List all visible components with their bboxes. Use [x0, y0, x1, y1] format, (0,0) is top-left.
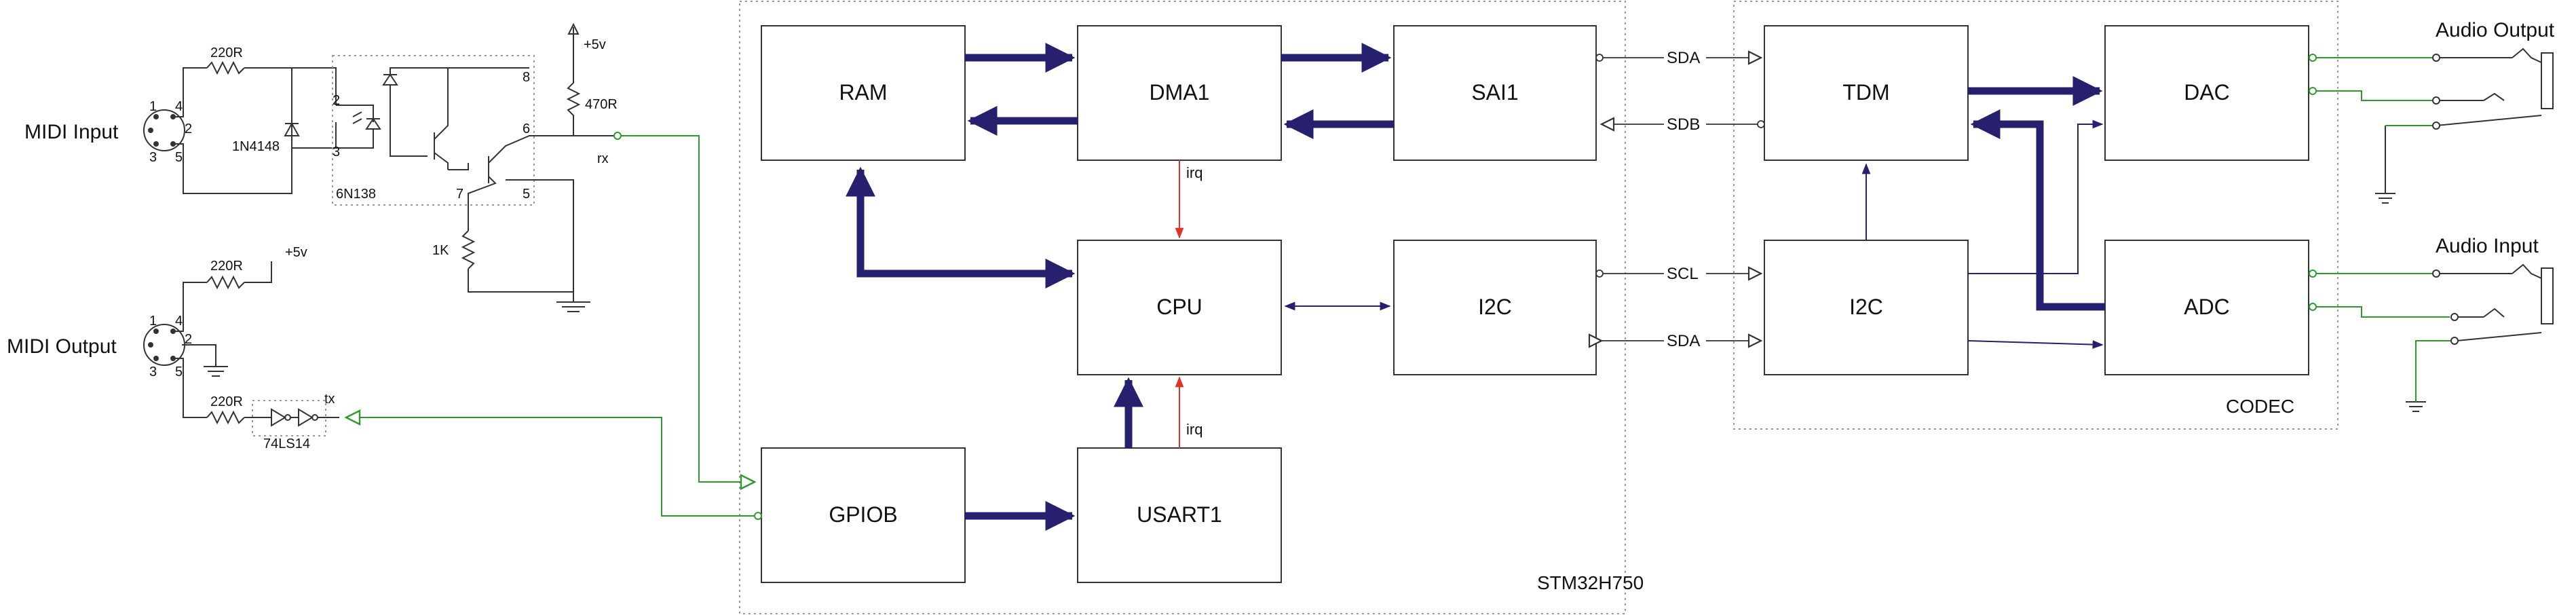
tx-label: tx [324, 392, 335, 407]
opto-pin-8: 8 [523, 70, 530, 85]
usart1-label: USART1 [1137, 502, 1222, 527]
dac-out-r [2313, 90, 2433, 101]
i2c-mcu-label: I2C [1478, 295, 1512, 319]
sdb-label: SDB [1667, 115, 1700, 134]
audio-input-title: Audio Input [2436, 235, 2539, 257]
cpu-block [1077, 240, 1282, 375]
tdm-block [1764, 25, 1969, 161]
bus-ram-cpu [846, 166, 1076, 288]
midi-in-pin-4: 4 [175, 99, 183, 114]
midi-out-pin-3: 3 [149, 365, 157, 379]
bus-adc-to-tdm [1970, 109, 2105, 311]
adc-in-r [2313, 306, 2450, 318]
opto-pin-6: 6 [523, 122, 530, 136]
buffer-label: 74LS14 [263, 436, 310, 451]
midi-output-din [143, 261, 339, 436]
tdm-sdb-port [1757, 120, 1765, 128]
pullup-label: 470R [585, 97, 618, 112]
midi-in-pin-5: 5 [175, 150, 183, 165]
opto-pin-2: 2 [333, 93, 340, 108]
cpu-label: CPU [1156, 295, 1202, 319]
codec-label: CODEC [2226, 396, 2294, 417]
ram-block [761, 25, 966, 161]
i2c-codec-label: I2C [1849, 295, 1883, 319]
midi-input-title: MIDI Input [24, 121, 119, 143]
midi-input-din [143, 22, 614, 312]
stm32-label: STM32H750 [1537, 572, 1644, 593]
midi-in-resistor-label: 220R [210, 45, 243, 60]
dma1-label: DMA1 [1150, 80, 1210, 105]
audio-output-jack [2375, 48, 2554, 204]
opto-pin-5: 5 [523, 187, 530, 202]
irq-bottom-label: irq [1186, 421, 1202, 438]
dac-label: DAC [2184, 80, 2230, 105]
i2c-to-adc [1967, 340, 2104, 349]
midi-out-resistor-top: 220R [210, 259, 243, 274]
ram-label: RAM [839, 80, 887, 105]
midi-in-pin-1: 1 [149, 99, 157, 114]
sda-top-label: SDA [1667, 49, 1700, 67]
sai1-sda-port [1595, 54, 1604, 62]
dma1-block [1077, 25, 1282, 161]
i2c-to-dac [1968, 119, 2104, 274]
opto-pin-7: 7 [456, 187, 463, 202]
midi-in-vcc-label: +5v [584, 37, 606, 52]
opto-label: 6N138 [336, 187, 376, 202]
opto-pin-3: 3 [333, 145, 340, 160]
sai1-label: SAI1 [1471, 80, 1518, 105]
irq-top-label: irq [1186, 164, 1202, 181]
sai1-block [1393, 25, 1597, 161]
midi-out-vcc: +5v [285, 245, 307, 260]
midi-out-pin-1: 1 [149, 314, 157, 329]
rx-label: rx [597, 151, 609, 166]
i2c-codec-block [1764, 240, 1969, 375]
gpiob-label: GPIOB [829, 502, 897, 527]
midi-out-pin-5: 5 [175, 365, 183, 379]
gpiob-block [761, 447, 966, 583]
i2c-scl-port [1595, 269, 1604, 278]
adc-label: ADC [2184, 295, 2230, 319]
dac-block [2104, 25, 2309, 161]
usart1-block [1077, 447, 1282, 583]
diode-label: 1N4148 [232, 139, 280, 154]
audio-input-jack [2406, 263, 2554, 412]
audio-output-title: Audio Output [2436, 19, 2555, 41]
sda-bottom-label: SDA [1667, 332, 1700, 350]
midi-output-title: MIDI Output [7, 335, 117, 358]
midi-in-pin-2: 2 [185, 122, 192, 136]
stm32-boundary [739, 1, 1626, 614]
midi-out-resistor-bottom: 220R [210, 394, 243, 409]
tx-wire [346, 417, 755, 517]
i2c-mcu-block [1393, 240, 1597, 375]
midi-out-pin-2: 2 [185, 332, 192, 347]
rx-wire [621, 135, 755, 482]
base-resistor-label: 1K [432, 243, 449, 258]
tdm-label: TDM [1842, 80, 1889, 105]
midi-out-pin-4: 4 [175, 314, 183, 329]
scl-label: SCL [1667, 265, 1699, 283]
midi-in-pin-3: 3 [149, 150, 157, 165]
